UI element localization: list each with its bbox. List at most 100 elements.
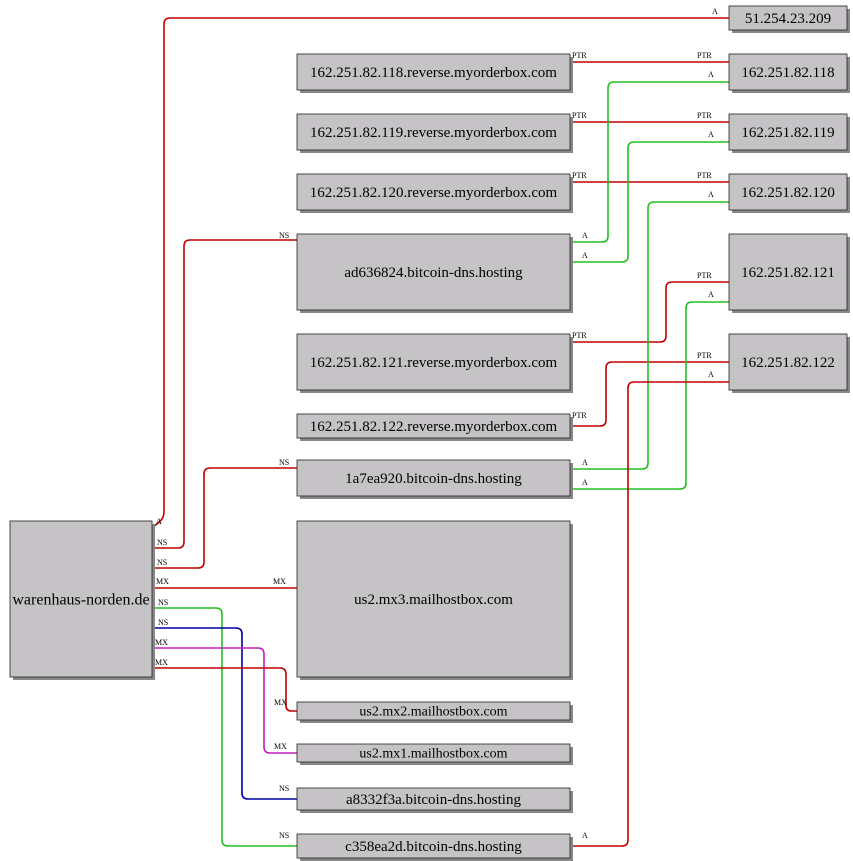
node-a8332f3a[interactable]: a8332f3a.bitcoin-dns.hosting [296,787,573,813]
node-rev120[interactable]: 162.251.82.120.reverse.myorderbox.com [296,173,573,213]
node-label: 1a7ea920.bitcoin-dns.hosting [345,471,522,487]
edge-line-rev121-ip121 [570,281,729,343]
edge-label-target: A [708,190,714,199]
edge-ad636824-ip119: AA [570,130,729,263]
edge-label-source: A [582,831,588,840]
edge-line-1a7ea920-ip121 [570,301,729,490]
edge-label-target: A [708,130,714,139]
edge-line-src-ip209 [151,17,729,529]
node-label: 162.251.82.120.reverse.myorderbox.com [310,185,558,201]
node-box [296,333,571,391]
edge-label-target: MX [274,698,287,707]
node-label: us2.mx3.mailhostbox.com [354,592,513,608]
node-label: 162.251.82.122.reverse.myorderbox.com [310,419,558,435]
node-box [9,520,153,678]
edge-label-target: PTR [697,271,712,280]
node-box [728,233,848,311]
node-label: c358ea2d.bitcoin-dns.hosting [345,839,522,855]
node-ip118[interactable]: 162.251.82.118 [728,53,850,93]
edge-line-rev122-ip122 [570,361,729,427]
edge-line-src-1a7ea920 [152,467,297,569]
edge-label-source: A [582,478,588,487]
node-label: ad636824.bitcoin-dns.hosting [344,265,523,281]
node-ip209[interactable]: 51.254.23.209 [728,5,850,33]
node-box [296,173,571,211]
node-ad636824[interactable]: ad636824.bitcoin-dns.hosting [296,233,573,313]
edge-label-source: A [582,251,588,260]
edge-src-ip209: AA [151,7,729,529]
node-src[interactable]: warenhaus-norden.de [9,520,155,680]
edge-src-mx3: MX MX [152,577,297,589]
edge-line-src-ad636824 [152,239,297,549]
edge-label-source: NS [157,538,167,547]
node-box [296,701,571,721]
edge-label-source: NS [158,598,168,607]
node-c358ea2d[interactable]: c358ea2d.bitcoin-dns.hosting [296,833,573,861]
edge-label-target: A [708,290,714,299]
node-box [296,53,571,91]
edge-label-target: PTR [697,51,712,60]
node-label: 162.251.82.119 [741,125,834,141]
edge-label-target: PTR [697,351,712,360]
node-label: 162.251.82.122 [741,355,835,371]
node-rev122[interactable]: 162.251.82.122.reverse.myorderbox.com [296,413,573,441]
node-mx1[interactable]: us2.mx1.mailhostbox.com [296,743,573,765]
edge-label-target: NS [279,831,289,840]
edge-label-source: PTR [572,171,587,180]
node-mx3[interactable]: us2.mx3.mailhostbox.com [296,520,573,680]
node-ip121[interactable]: 162.251.82.121 [728,233,850,313]
edge-label-target: PTR [697,111,712,120]
edge-label-target: NS [279,231,289,240]
node-box [296,233,571,311]
edge-label-target: A [708,370,714,379]
edge-label-target: A [708,70,714,79]
node-label: 51.254.23.209 [745,11,831,27]
edge-1a7ea920-ip121: AA [570,290,729,490]
node-box [296,459,571,497]
edge-label-target: NS [279,458,289,467]
edge-label-target: PTR [697,171,712,180]
node-box [728,173,848,211]
edge-label-target: MX [274,742,287,751]
edge-src-c358ea2d: NS NS [152,598,297,847]
edge-src-ad636824: NS NS [152,231,297,549]
edge-line-c358ea2d-ip122 [570,381,729,847]
node-ip119[interactable]: 162.251.82.119 [728,113,850,153]
node-label: 162.251.82.118 [741,65,834,81]
node-ip120[interactable]: 162.251.82.120 [728,173,850,213]
edge-line-ad636824-ip118 [570,81,729,243]
node-box [728,113,848,151]
node-ip122[interactable]: 162.251.82.122 [728,333,850,393]
edge-1a7ea920-ip120: AA [570,190,729,470]
edge-label-source: A [582,458,588,467]
node-rev118[interactable]: 162.251.82.118.reverse.myorderbox.com [296,53,573,93]
node-box [728,5,848,31]
node-rev121[interactable]: 162.251.82.121.reverse.myorderbox.com [296,333,573,393]
node-box [296,833,571,859]
node-box [728,333,848,391]
edge-label-source: MX [156,577,169,586]
nodes-layer: warenhaus-norden.de 51.254.23.209 162.251.… [9,5,850,861]
edge-label-target: MX [273,577,286,586]
node-box [296,413,571,439]
edge-line-src-a8332f3a [152,627,297,800]
node-label: us2.mx1.mailhostbox.com [359,747,507,762]
node-rev119[interactable]: 162.251.82.119.reverse.myorderbox.com [296,113,573,153]
node-label: warenhaus-norden.de [12,591,149,608]
edge-src-1a7ea920: NS NS [152,458,297,569]
edge-label-target: NS [279,784,289,793]
node-1a7ea920[interactable]: 1a7ea920.bitcoin-dns.hosting [296,459,573,499]
node-label: us2.mx2.mailhostbox.com [359,705,507,720]
node-mx2[interactable]: us2.mx2.mailhostbox.com [296,701,573,723]
edge-label-source: PTR [572,111,587,120]
edge-src-mx1: MX MX [152,638,297,754]
node-label: 162.251.82.121.reverse.myorderbox.com [310,355,558,371]
edge-line-1a7ea920-ip120 [570,201,729,470]
edge-line-src-mx2 [152,667,297,712]
node-box [296,743,571,763]
